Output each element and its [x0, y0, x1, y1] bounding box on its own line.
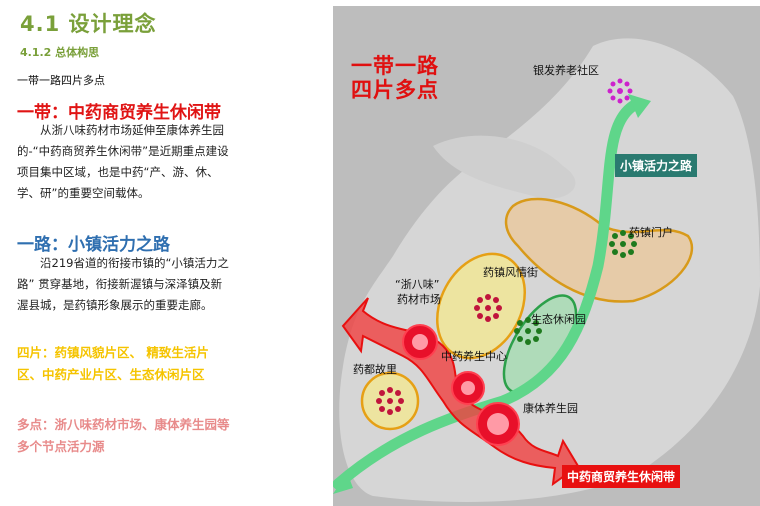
label-market-line1: “浙八味” [395, 278, 440, 291]
pieces-text: 四片：药镇风貌片区、 精致生活片区、中药产业片区、生态休闲片区 [17, 345, 209, 382]
eco-node-icon [514, 317, 542, 345]
label-street: 药镇风情街 [483, 266, 538, 279]
concept-map: 一带一路 四片多点 银发养老社区 小镇活力之路 药镇门户 药镇风情街 “浙八味”… [333, 6, 760, 506]
road-tag: 小镇活力之路 [615, 154, 698, 177]
label-gate: 药镇门户 [629, 226, 673, 239]
label-health-center: 中药养生中心 [441, 350, 507, 363]
label-wellness-park: 康体养生园 [523, 402, 578, 415]
road-arrow-sw [333, 472, 353, 494]
terrain-detail [433, 135, 576, 199]
label-silver-community: 银发养老社区 [533, 64, 599, 77]
band-node-1-core [412, 334, 428, 350]
band-tag: 中药商贸养生休闲带 [562, 465, 681, 488]
commerce-band [341, 297, 580, 487]
gate-node-icon [609, 230, 637, 258]
section-title: 4.1 设计理念 [20, 12, 157, 36]
text-panel: 4.1 设计理念 4.1.2 总体构思 一带一路四片多点 一带：中药商贸养生休闲… [0, 0, 330, 506]
map-title-line2: 四片多点 [351, 78, 439, 102]
map-title-line1: 一带一路 [351, 54, 439, 78]
summary-line: 一带一路四片多点 [17, 74, 105, 87]
vitality-road [333, 100, 639, 490]
label-eco-park: 生态休闲园 [531, 313, 586, 326]
label-market-line2: 药材市场 [397, 293, 441, 306]
points-text: 多点：浙八味药材市场、康体养生园等多个节点活力源 [17, 417, 230, 454]
section-subtitle: 4.1.2 总体构思 [20, 46, 100, 59]
silver-node-icon [607, 78, 633, 104]
band-paragraph: 从浙八味药材市场延伸至康体养生园的-“中药商贸养生休闲带”是近期重点建设项目集中… [17, 123, 229, 200]
street-node-icon [474, 294, 502, 322]
road-arrow-ne [628, 94, 651, 118]
band-heading: 一带：中药商贸养生休闲带 [17, 103, 221, 123]
road-paragraph: 沿219省道的衔接市镇的“小镇活力之路” 贯穿基地，衔接新渥镇与深泽镇及新渥县城… [17, 256, 229, 312]
hometown-node-icon [376, 387, 404, 415]
map-title: 一带一路 四片多点 [351, 54, 439, 102]
label-hometown: 药都故里 [353, 363, 397, 376]
band-node-2-core [461, 381, 475, 395]
street-zone [435, 252, 527, 360]
band-node-3-core [487, 413, 509, 435]
road-heading: 一路：小镇活力之路 [17, 235, 170, 255]
